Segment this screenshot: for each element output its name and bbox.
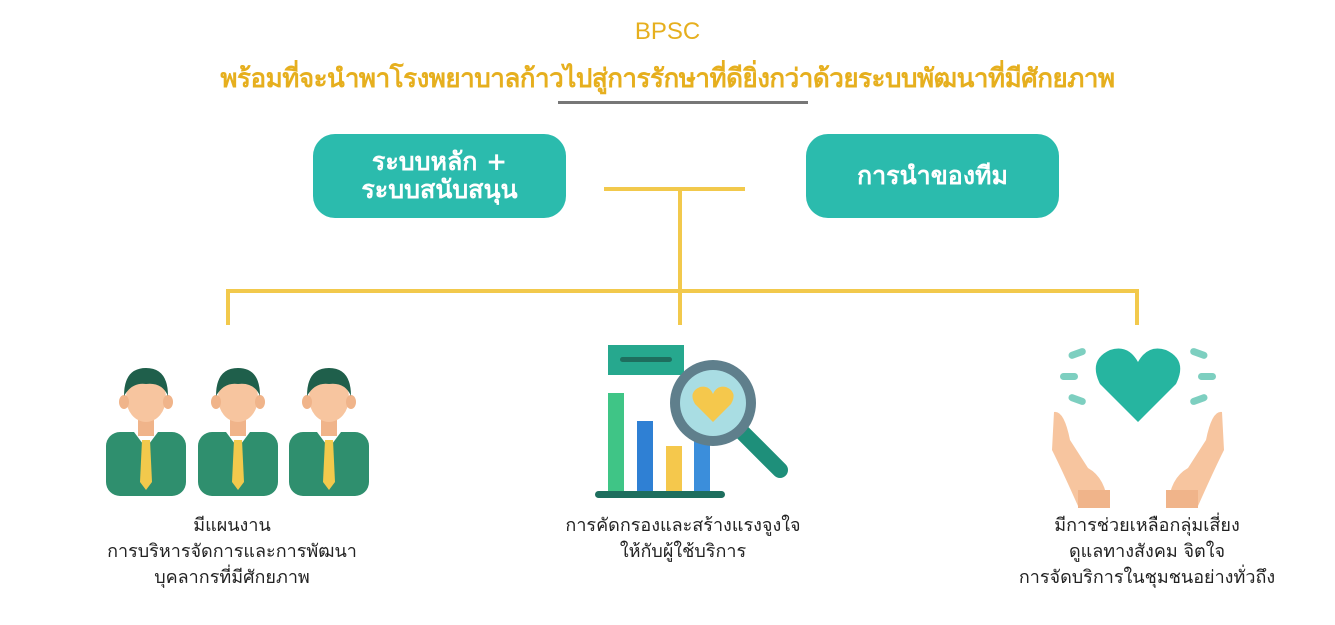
connector-drop-right: [1135, 289, 1139, 325]
caption-line: มีการช่วยเหลือกลุ่มเสี่ยง: [1054, 515, 1240, 536]
caption-line: การจัดบริการในชุมชนอย่างทั่วถึง: [1018, 567, 1276, 588]
connector-drop-left: [226, 289, 230, 325]
connector-top: [604, 187, 745, 191]
caption-line: มีแผนงาน: [193, 515, 271, 536]
caption-line: การบริหารจัดการและการพัฒนา: [107, 541, 357, 562]
caption-personnel: มีแผนงาน การบริหารจัดการและการพัฒนา บุคล…: [52, 513, 412, 591]
diagram-subtitle: พร้อมที่จะนำพาโรงพยาบาลก้าวไปสู่การรักษา…: [220, 63, 1115, 93]
caption-community-care: มีการช่วยเหลือกลุ่มเสี่ยง ดูแลทางสังคม จ…: [967, 513, 1327, 591]
caption-screening: การคัดกรองและสร้างแรงจูงใจ ให้กับผู้ใช้บ…: [503, 513, 863, 565]
chart-magnifier-heart-icon: [595, 345, 788, 498]
box-line: ระบบหลัก +: [371, 147, 508, 176]
connector-trunk: [678, 187, 682, 325]
people-icon: [106, 368, 369, 496]
connector-branch: [226, 289, 1139, 293]
title-divider: [558, 101, 808, 104]
caption-line: ดูแลทางสังคม จิตใจ: [1068, 541, 1226, 562]
box-team-leadership: การนำของทีม: [806, 134, 1059, 218]
diagram-title: BPSC: [634, 18, 701, 45]
box-line: การนำของทีม: [856, 161, 1008, 190]
caption-line: บุคลากรที่มีศักยภาพ: [154, 567, 310, 588]
box-core-support-systems: ระบบหลัก +ระบบสนับสนุน: [313, 134, 566, 218]
caption-line: การคัดกรองและสร้างแรงจูงใจ: [565, 515, 801, 536]
box-line: ระบบสนับสนุน: [361, 175, 518, 204]
caption-line: ให้กับผู้ใช้บริการ: [619, 541, 747, 562]
hands-heart-icon: [1052, 348, 1224, 508]
